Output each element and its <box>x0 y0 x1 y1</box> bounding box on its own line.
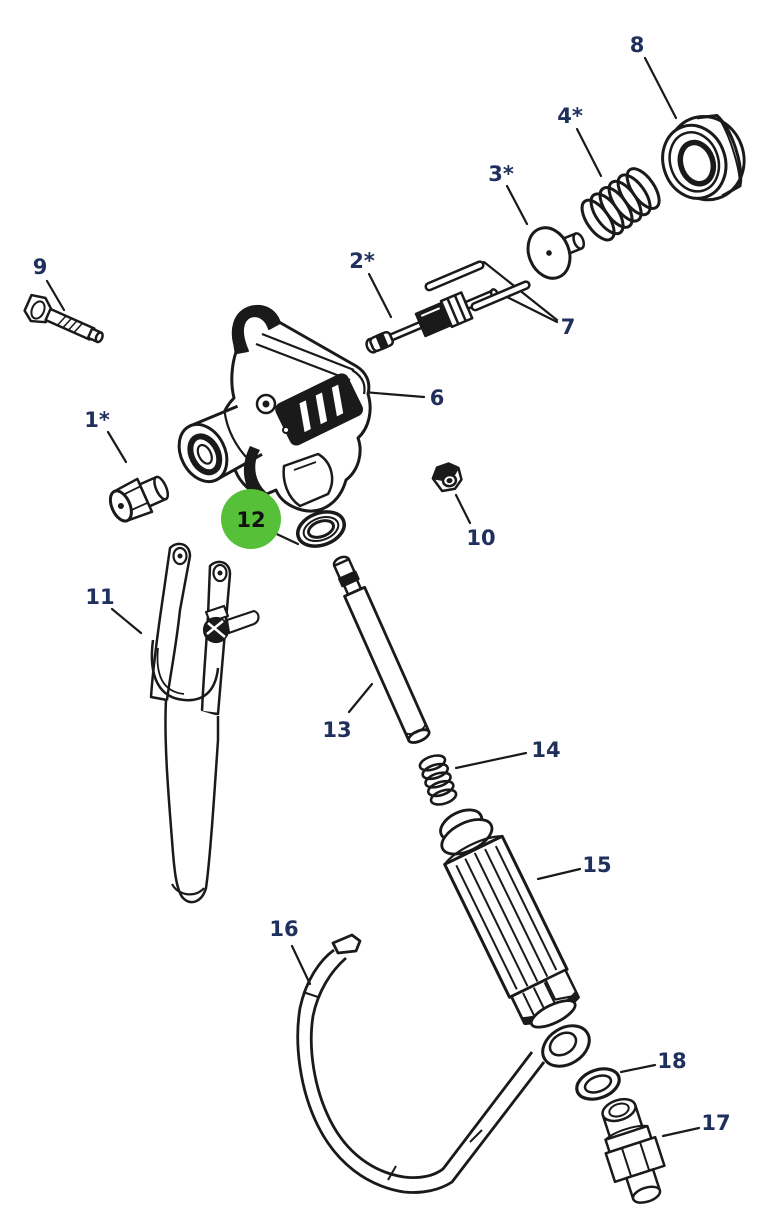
part-1-seat-fitting-drawing <box>108 475 170 523</box>
leader-11 <box>110 607 143 635</box>
leader-18 <box>619 1063 657 1074</box>
part-18-oring-drawing <box>575 1067 621 1101</box>
part-8-retaining-nut-drawing <box>661 114 746 202</box>
callout-label-13: 13 <box>322 718 351 742</box>
part-13-tube-drawing <box>332 555 431 744</box>
leader-8 <box>643 56 678 120</box>
part-4-spring-drawing <box>580 167 661 242</box>
callout-label-16: 16 <box>269 917 298 941</box>
part-2-needle-assembly-drawing <box>365 288 499 354</box>
callout-label-15: 15 <box>582 853 611 877</box>
leader-13 <box>347 682 374 714</box>
leader-17 <box>661 1126 701 1138</box>
part-3-seat-disc-drawing <box>526 226 586 280</box>
leader-2 <box>367 272 393 319</box>
leader-1 <box>106 430 128 464</box>
part-16-trigger-guard-drawing <box>296 933 591 1194</box>
leader-3 <box>505 184 529 226</box>
callout-label-10: 10 <box>466 526 495 550</box>
part-14-spring-drawing <box>418 754 458 806</box>
callout-label-4: 4* <box>557 104 583 128</box>
callout-label-18: 18 <box>657 1049 686 1073</box>
part-7-pins-drawing <box>424 260 531 312</box>
part-6-gun-body-drawing <box>177 304 372 513</box>
part-15-filter-drawing <box>439 808 580 1029</box>
leader-7b <box>503 294 559 324</box>
leader-16 <box>290 944 312 986</box>
callout-label-2: 2* <box>349 249 375 273</box>
leader-15 <box>536 867 582 881</box>
part-17-swivel-fitting-drawing <box>601 1097 666 1204</box>
leader-6 <box>361 390 426 399</box>
callout-label-7: 7 <box>561 315 576 339</box>
part-12-seal-drawing <box>296 510 346 548</box>
callout-label-14: 14 <box>531 738 560 762</box>
part-10-nut-drawing <box>431 462 463 493</box>
callout-label-9: 9 <box>33 255 48 279</box>
callout-label-3: 3* <box>488 162 514 186</box>
callout-label-1: 1* <box>84 408 110 432</box>
part-9-bolt-drawing <box>23 293 104 344</box>
leader-9 <box>45 279 66 312</box>
leader-14 <box>454 751 528 770</box>
callout-label-11: 11 <box>85 585 114 609</box>
leader-4 <box>575 127 603 178</box>
callout-label-12: 12 <box>236 508 265 532</box>
highlight-circle[interactable] <box>221 489 281 549</box>
callout-label-17: 17 <box>701 1111 730 1135</box>
callout-label-8: 8 <box>630 33 645 57</box>
part-11-trigger-drawing <box>149 542 260 904</box>
leader-10 <box>454 493 472 525</box>
callout-label-6: 6 <box>430 386 445 410</box>
leader-lines <box>45 56 701 1138</box>
